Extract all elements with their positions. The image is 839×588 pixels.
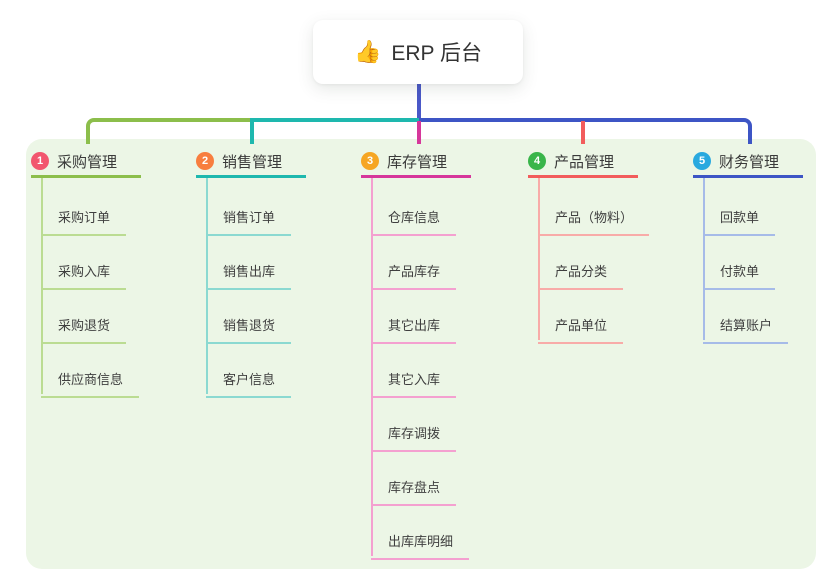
root-connector-line <box>417 84 421 121</box>
branch4-connector-line <box>581 121 585 144</box>
node-receipt-bill[interactable]: 回款单 <box>703 202 776 236</box>
branches-panel <box>26 139 816 569</box>
node-product-unit[interactable]: 产品单位 <box>538 310 624 344</box>
branch1-children-rail <box>41 178 43 394</box>
node-outbound-detail[interactable]: 出库库明细 <box>371 526 470 560</box>
branch2-children-rail <box>206 178 208 394</box>
branch4-number-badge: 4 <box>528 152 546 170</box>
branch2-connector-line <box>250 118 419 144</box>
node-sales-return[interactable]: 销售退货 <box>206 310 292 344</box>
node-payment-bill[interactable]: 付款单 <box>703 256 776 290</box>
branch3-connector-line <box>417 121 421 144</box>
branch2-number-badge: 2 <box>196 152 214 170</box>
node-purchase-order[interactable]: 采购订单 <box>41 202 127 236</box>
branch3-number-badge: 3 <box>361 152 379 170</box>
branch-topic-label: 产品管理 <box>554 153 615 171</box>
root-topic-label: ERP 后台 <box>391 42 483 65</box>
node-product-category[interactable]: 产品分类 <box>538 256 624 290</box>
node-stock-transfer[interactable]: 库存调拨 <box>371 418 457 452</box>
branch-topic-label: 财务管理 <box>719 153 780 171</box>
branch-topic-sales[interactable]: 2 销售管理 <box>196 147 306 178</box>
branch-topic-finance[interactable]: 5 财务管理 <box>693 147 803 178</box>
node-settlement-account[interactable]: 结算账户 <box>703 310 789 344</box>
branch-topic-label: 采购管理 <box>57 153 118 171</box>
node-purchase-return[interactable]: 采购退货 <box>41 310 127 344</box>
node-stock-count[interactable]: 库存盘点 <box>371 472 457 506</box>
node-product-stock[interactable]: 产品库存 <box>371 256 457 290</box>
node-other-inbound[interactable]: 其它入库 <box>371 364 457 398</box>
node-sales-outbound[interactable]: 销售出库 <box>206 256 292 290</box>
branch5-connector-line <box>419 118 752 144</box>
branch-topic-inventory[interactable]: 3 库存管理 <box>361 147 471 178</box>
node-supplier-info[interactable]: 供应商信息 <box>41 364 140 398</box>
node-product-material[interactable]: 产品（物料） <box>538 202 650 236</box>
node-customer-info[interactable]: 客户信息 <box>206 364 292 398</box>
node-purchase-inbound[interactable]: 采购入库 <box>41 256 127 290</box>
node-warehouse-info[interactable]: 仓库信息 <box>371 202 457 236</box>
branch5-children-rail <box>703 178 705 340</box>
branch-topic-label: 销售管理 <box>222 153 283 171</box>
root-topic-node[interactable]: 👍 ERP 后台 <box>313 20 523 84</box>
branch-topic-purchase[interactable]: 1 采购管理 <box>31 147 141 178</box>
branch1-connector-line <box>86 118 252 144</box>
branch3-children-rail <box>371 178 373 556</box>
branch-topic-label: 库存管理 <box>387 153 448 171</box>
thumbs-up-icon: 👍 <box>353 39 382 64</box>
node-other-outbound[interactable]: 其它出库 <box>371 310 457 344</box>
node-sales-order[interactable]: 销售订单 <box>206 202 292 236</box>
branch5-number-badge: 5 <box>693 152 711 170</box>
branch-topic-product[interactable]: 4 产品管理 <box>528 147 638 178</box>
branch1-number-badge: 1 <box>31 152 49 170</box>
branch4-children-rail <box>538 178 540 340</box>
